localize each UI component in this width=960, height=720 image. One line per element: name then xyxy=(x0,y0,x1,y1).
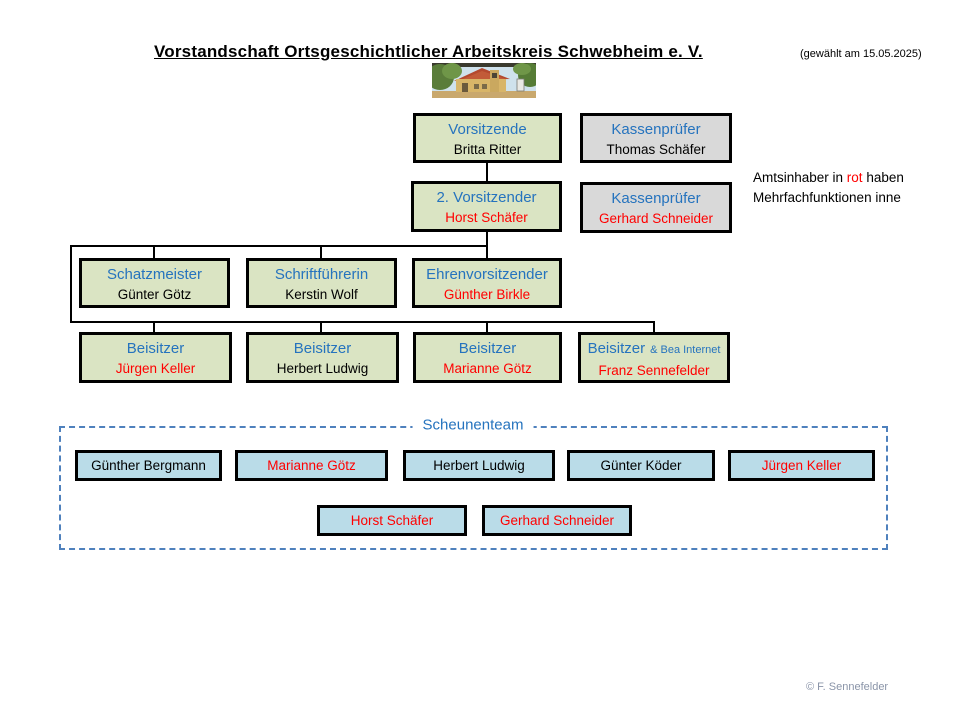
person-name: Britta Ritter xyxy=(453,142,522,157)
connector-line xyxy=(70,321,655,323)
connector-line xyxy=(320,246,322,258)
role-label: Beisitzer & Bea Internet xyxy=(581,338,727,361)
org-box-schriftfuehrerin: Schriftführerin Kerstin Wolf xyxy=(246,258,397,308)
role-label: Kassenprüfer xyxy=(611,190,701,207)
role-label: 2. Vorsitzender xyxy=(436,189,537,206)
team-member-guenter-koeder: Günter Köder xyxy=(567,450,715,481)
org-box-beisitzer-3: Beisitzer Marianne Götz xyxy=(413,332,562,383)
person-name: Gerhard Schneider xyxy=(598,211,714,226)
connector-line xyxy=(70,245,488,247)
footer-credit: © F. Sennefelder xyxy=(806,681,889,693)
legend-red-word: rot xyxy=(846,170,863,185)
connector-line xyxy=(486,322,488,332)
role-label: Beisitzer xyxy=(293,340,352,357)
person-name: Günther Birkle xyxy=(443,287,531,302)
elected-date-note: (gewählt am 15.05.2025) xyxy=(800,48,922,60)
org-box-vorsitzende: Vorsitzende Britta Ritter xyxy=(413,113,562,163)
person-name: Kerstin Wolf xyxy=(285,287,358,302)
role-label: Kassenprüfer xyxy=(611,121,701,138)
connector-line xyxy=(70,245,72,323)
role-label-main: Beisitzer xyxy=(587,340,646,357)
person-name: Thomas Schäfer xyxy=(606,142,706,157)
schwebheim-village-photo xyxy=(426,63,542,98)
person-name: Marianne Götz xyxy=(443,361,532,376)
org-box-schatzmeister: Schatzmeister Günter Götz xyxy=(79,258,230,308)
org-box-beisitzer-4: Beisitzer & Bea Internet Franz Sennefelde… xyxy=(578,332,730,383)
role-label: Vorsitzende xyxy=(448,121,527,138)
role-label: Schriftführerin xyxy=(274,266,369,283)
person-name: Horst Schäfer xyxy=(445,210,528,225)
connector-line xyxy=(653,322,655,332)
role-label: Ehrenvorsitzender xyxy=(426,266,548,283)
legend-line-1: Amtsinhaber in rot haben xyxy=(753,170,904,185)
person-name: Jürgen Keller xyxy=(115,361,196,376)
scheunenteam-group-border xyxy=(59,426,888,550)
role-label: Schatzmeister xyxy=(106,266,203,283)
village-photo-illustration xyxy=(426,63,542,98)
team-member-herbert-ludwig: Herbert Ludwig xyxy=(403,450,555,481)
connector-line xyxy=(153,246,155,258)
org-box-beisitzer-2: Beisitzer Herbert Ludwig xyxy=(246,332,399,383)
connector-line xyxy=(486,163,488,181)
team-member-marianne-goetz: Marianne Götz xyxy=(235,450,388,481)
scheunenteam-title: Scheunenteam xyxy=(412,416,534,434)
connector-line xyxy=(320,322,322,332)
page-title: Vorstandschaft Ortsgeschichtlicher Arbei… xyxy=(154,42,703,61)
org-box-beisitzer-1: Beisitzer Jürgen Keller xyxy=(79,332,232,383)
person-name: Günter Götz xyxy=(117,287,192,302)
person-name: Herbert Ludwig xyxy=(276,361,369,376)
team-member-juergen-keller: Jürgen Keller xyxy=(728,450,875,481)
team-member-gerhard-schneider: Gerhard Schneider xyxy=(482,505,632,536)
team-member-guenther-bergmann: Günther Bergmann xyxy=(75,450,222,481)
team-member-horst-schaefer: Horst Schäfer xyxy=(317,505,467,536)
connector-line xyxy=(153,322,155,332)
org-box-2-vorsitzender: 2. Vorsitzender Horst Schäfer xyxy=(411,181,562,232)
org-box-kassenpruefer-2: Kassenprüfer Gerhard Schneider xyxy=(580,182,732,233)
person-name: Franz Sennefelder xyxy=(598,363,710,378)
role-label-suffix: & Bea Internet xyxy=(650,344,721,356)
org-box-ehrenvorsitzender: Ehrenvorsitzender Günther Birkle xyxy=(412,258,562,308)
legend-line-2: Mehrfachfunktionen inne xyxy=(753,190,901,205)
role-label: Beisitzer xyxy=(458,340,517,357)
org-box-kassenpruefer-1: Kassenprüfer Thomas Schäfer xyxy=(580,113,732,163)
role-label: Beisitzer xyxy=(126,340,185,357)
legend-note: Amtsinhaber in rot haben Mehrfachfunktio… xyxy=(753,168,904,208)
